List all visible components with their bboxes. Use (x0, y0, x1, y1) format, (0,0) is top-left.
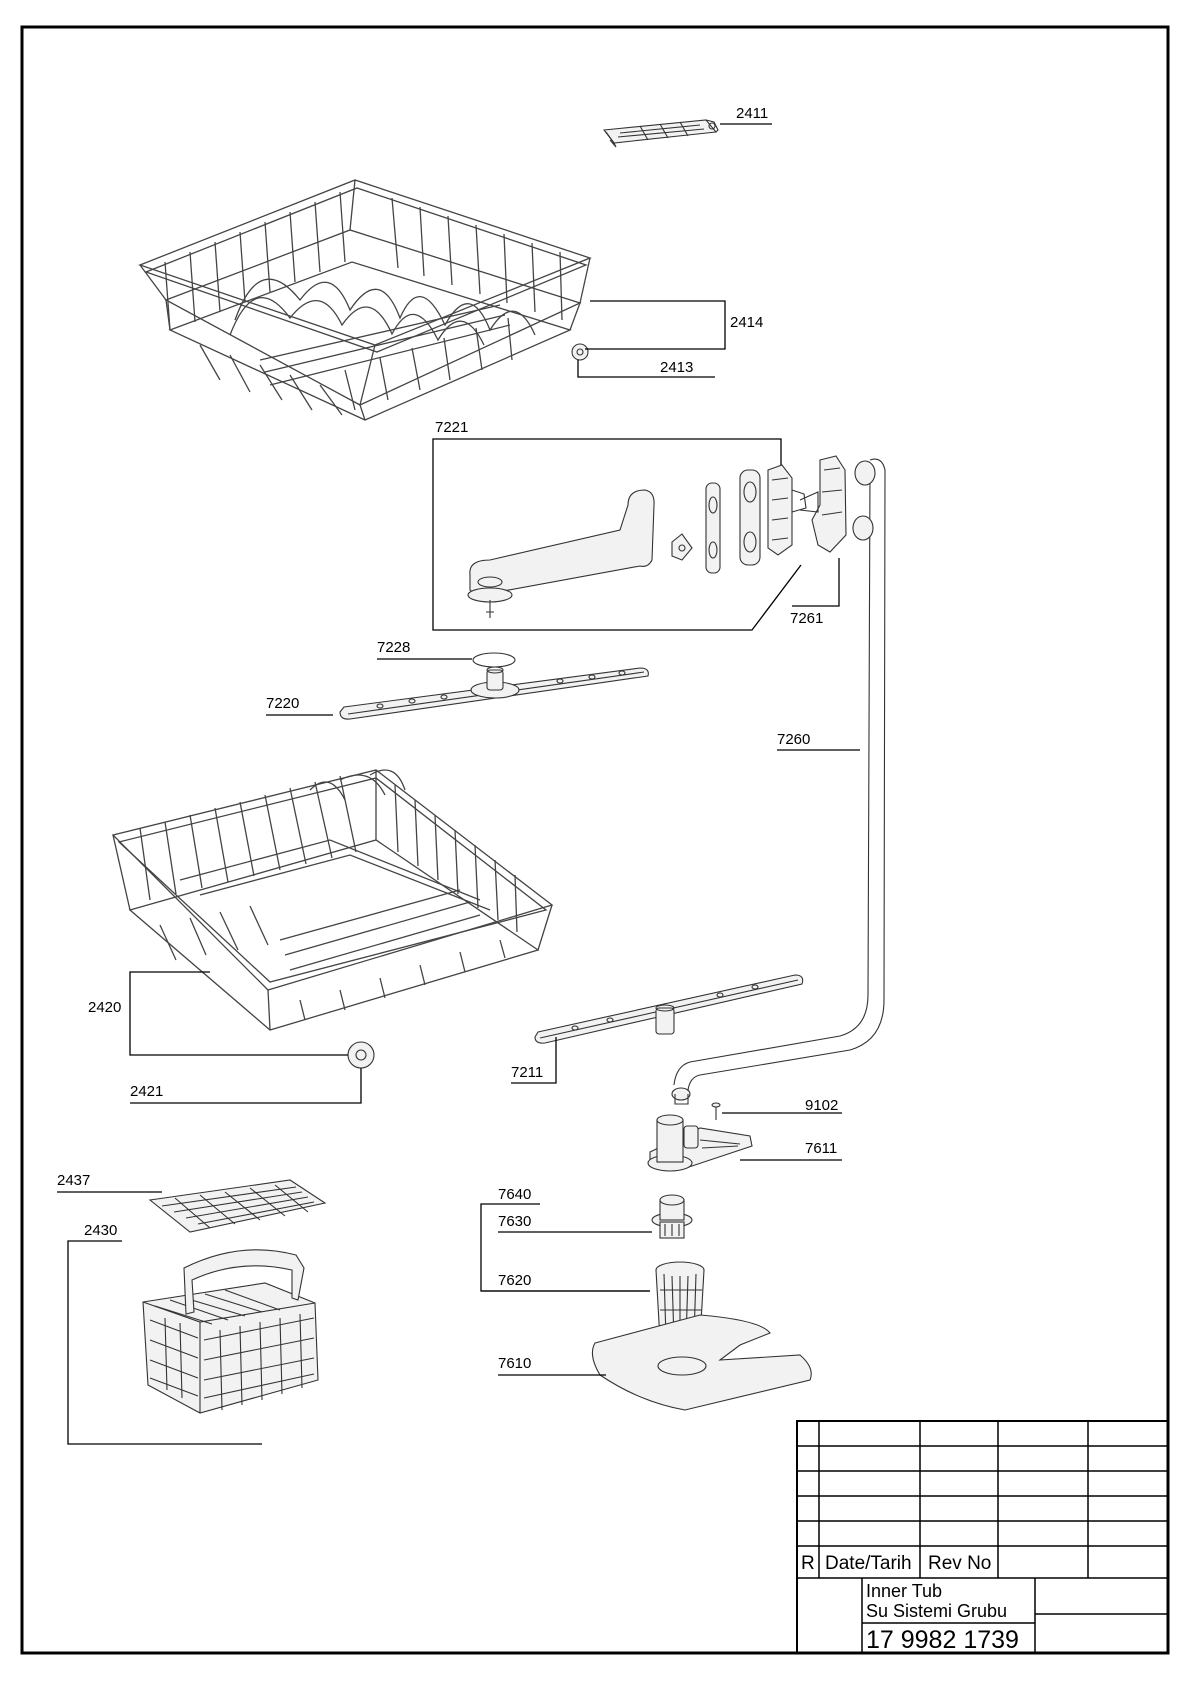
label-7630: 7630 (498, 1213, 531, 1230)
kit-7221-bracket (432, 438, 802, 631)
label-7220: 7220 (266, 695, 299, 712)
title-block (796, 1420, 1169, 1654)
label-7228: 7228 (377, 639, 410, 656)
part-7260-water-tube (671, 458, 886, 1105)
part-2430-cutlery-basket (142, 1249, 319, 1414)
drawing-title-en: Inner Tub (866, 1581, 942, 1601)
part-7221-clips (671, 469, 761, 574)
label-7211: 7211 (511, 1064, 543, 1081)
label-7640: 7640 (498, 1186, 531, 1203)
part-2411-shelf (602, 119, 719, 148)
part-7228-o-ring (472, 652, 516, 668)
part-7611-sump-cover (647, 1114, 753, 1172)
part-2420-lower-basket (111, 769, 554, 1031)
label-2430: 2430 (84, 1222, 117, 1239)
label-7260: 7260 (777, 731, 810, 748)
label-7610: 7610 (498, 1355, 531, 1372)
part-2437-basket-lid (148, 1179, 327, 1233)
part-2421-wheel (347, 1041, 375, 1069)
drawing-title-tr: Su Sistemi Grubu (866, 1601, 1007, 1621)
part-9102-screw (711, 1102, 721, 1120)
part-2413-wheel (571, 343, 589, 361)
label-2421: 2421 (130, 1083, 163, 1100)
label-2420: 2420 (88, 999, 121, 1016)
label-7261: 7261 (790, 610, 823, 627)
label-2414: 2414 (730, 314, 763, 331)
label-7221: 7221 (435, 419, 468, 436)
label-7620: 7620 (498, 1272, 531, 1289)
part-2414-upper-basket (138, 179, 592, 421)
sheet-border (20, 25, 1170, 1655)
part-7630-coarse-filter (651, 1194, 693, 1239)
part-7221-spray-arm-upper (467, 489, 655, 618)
title-block-r-label: R (801, 1553, 815, 1574)
label-2411: 2411 (736, 105, 768, 122)
part-7221-nozzle-block (767, 464, 807, 556)
label-9102: 9102 (805, 1097, 838, 1114)
drawing-part-number: 17 9982 1739 (866, 1626, 1019, 1654)
part-7211-lower-spray-arm (534, 974, 804, 1044)
label-2437: 2437 (57, 1172, 90, 1189)
title-block-date-label: Date/Tarih (825, 1553, 912, 1574)
label-7611: 7611 (805, 1140, 837, 1157)
part-7220-spray-arm (339, 666, 649, 720)
part-7261-connector (799, 455, 847, 553)
part-7610-filter-plate (591, 1314, 812, 1411)
title-block-rev-label: Rev No (928, 1553, 991, 1574)
label-2413: 2413 (660, 359, 693, 376)
